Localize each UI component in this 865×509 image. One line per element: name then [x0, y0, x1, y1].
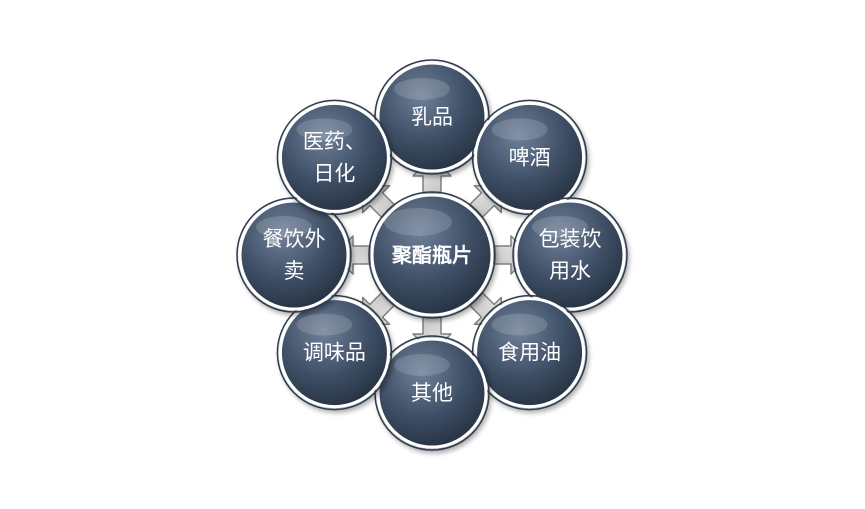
- center-node: [368, 191, 496, 319]
- node-label-edible-oil: 食用油: [498, 341, 561, 365]
- node-highlight: [394, 78, 450, 100]
- node-label-dairy: 乳品: [411, 105, 453, 129]
- arrow-to-dairy: [412, 156, 452, 194]
- arrow-to-catering-takeout: [333, 235, 371, 275]
- node-highlight: [394, 354, 450, 376]
- node-label-medicine-daily-chemicals: 日化: [313, 161, 355, 185]
- node-label-condiments: 调味品: [303, 341, 366, 365]
- node-label-medicine-daily-chemicals: 医药、: [303, 129, 366, 153]
- node-dairy: 乳品: [374, 59, 490, 175]
- node-edible-oil: 食用油: [471, 294, 588, 411]
- arrow-to-packaged-drinking-water: [493, 235, 531, 275]
- node-label-others: 其他: [411, 381, 453, 405]
- node-highlight: [532, 216, 588, 238]
- center-label: 聚酯瓶片: [391, 243, 472, 267]
- node-highlight: [296, 118, 353, 141]
- node-label-catering-takeout: 餐饮外: [263, 227, 326, 251]
- node-highlight: [491, 118, 548, 141]
- node-ring: [276, 99, 393, 216]
- node-highlight: [296, 313, 353, 336]
- node-label-packaged-drinking-water: 包装饮: [539, 227, 602, 251]
- node-label-beer: 啤酒: [509, 145, 551, 169]
- node-medicine-daily-chemicals: 医药、日化: [276, 99, 393, 216]
- node-beer: 啤酒: [471, 99, 588, 216]
- node-label-packaged-drinking-water: 用水: [549, 259, 591, 283]
- arrow-to-others: [412, 316, 452, 354]
- node-highlight: [256, 216, 312, 238]
- node-highlight: [491, 313, 548, 336]
- node-label-catering-takeout: 卖: [284, 259, 305, 283]
- node-others: 其他: [374, 335, 490, 451]
